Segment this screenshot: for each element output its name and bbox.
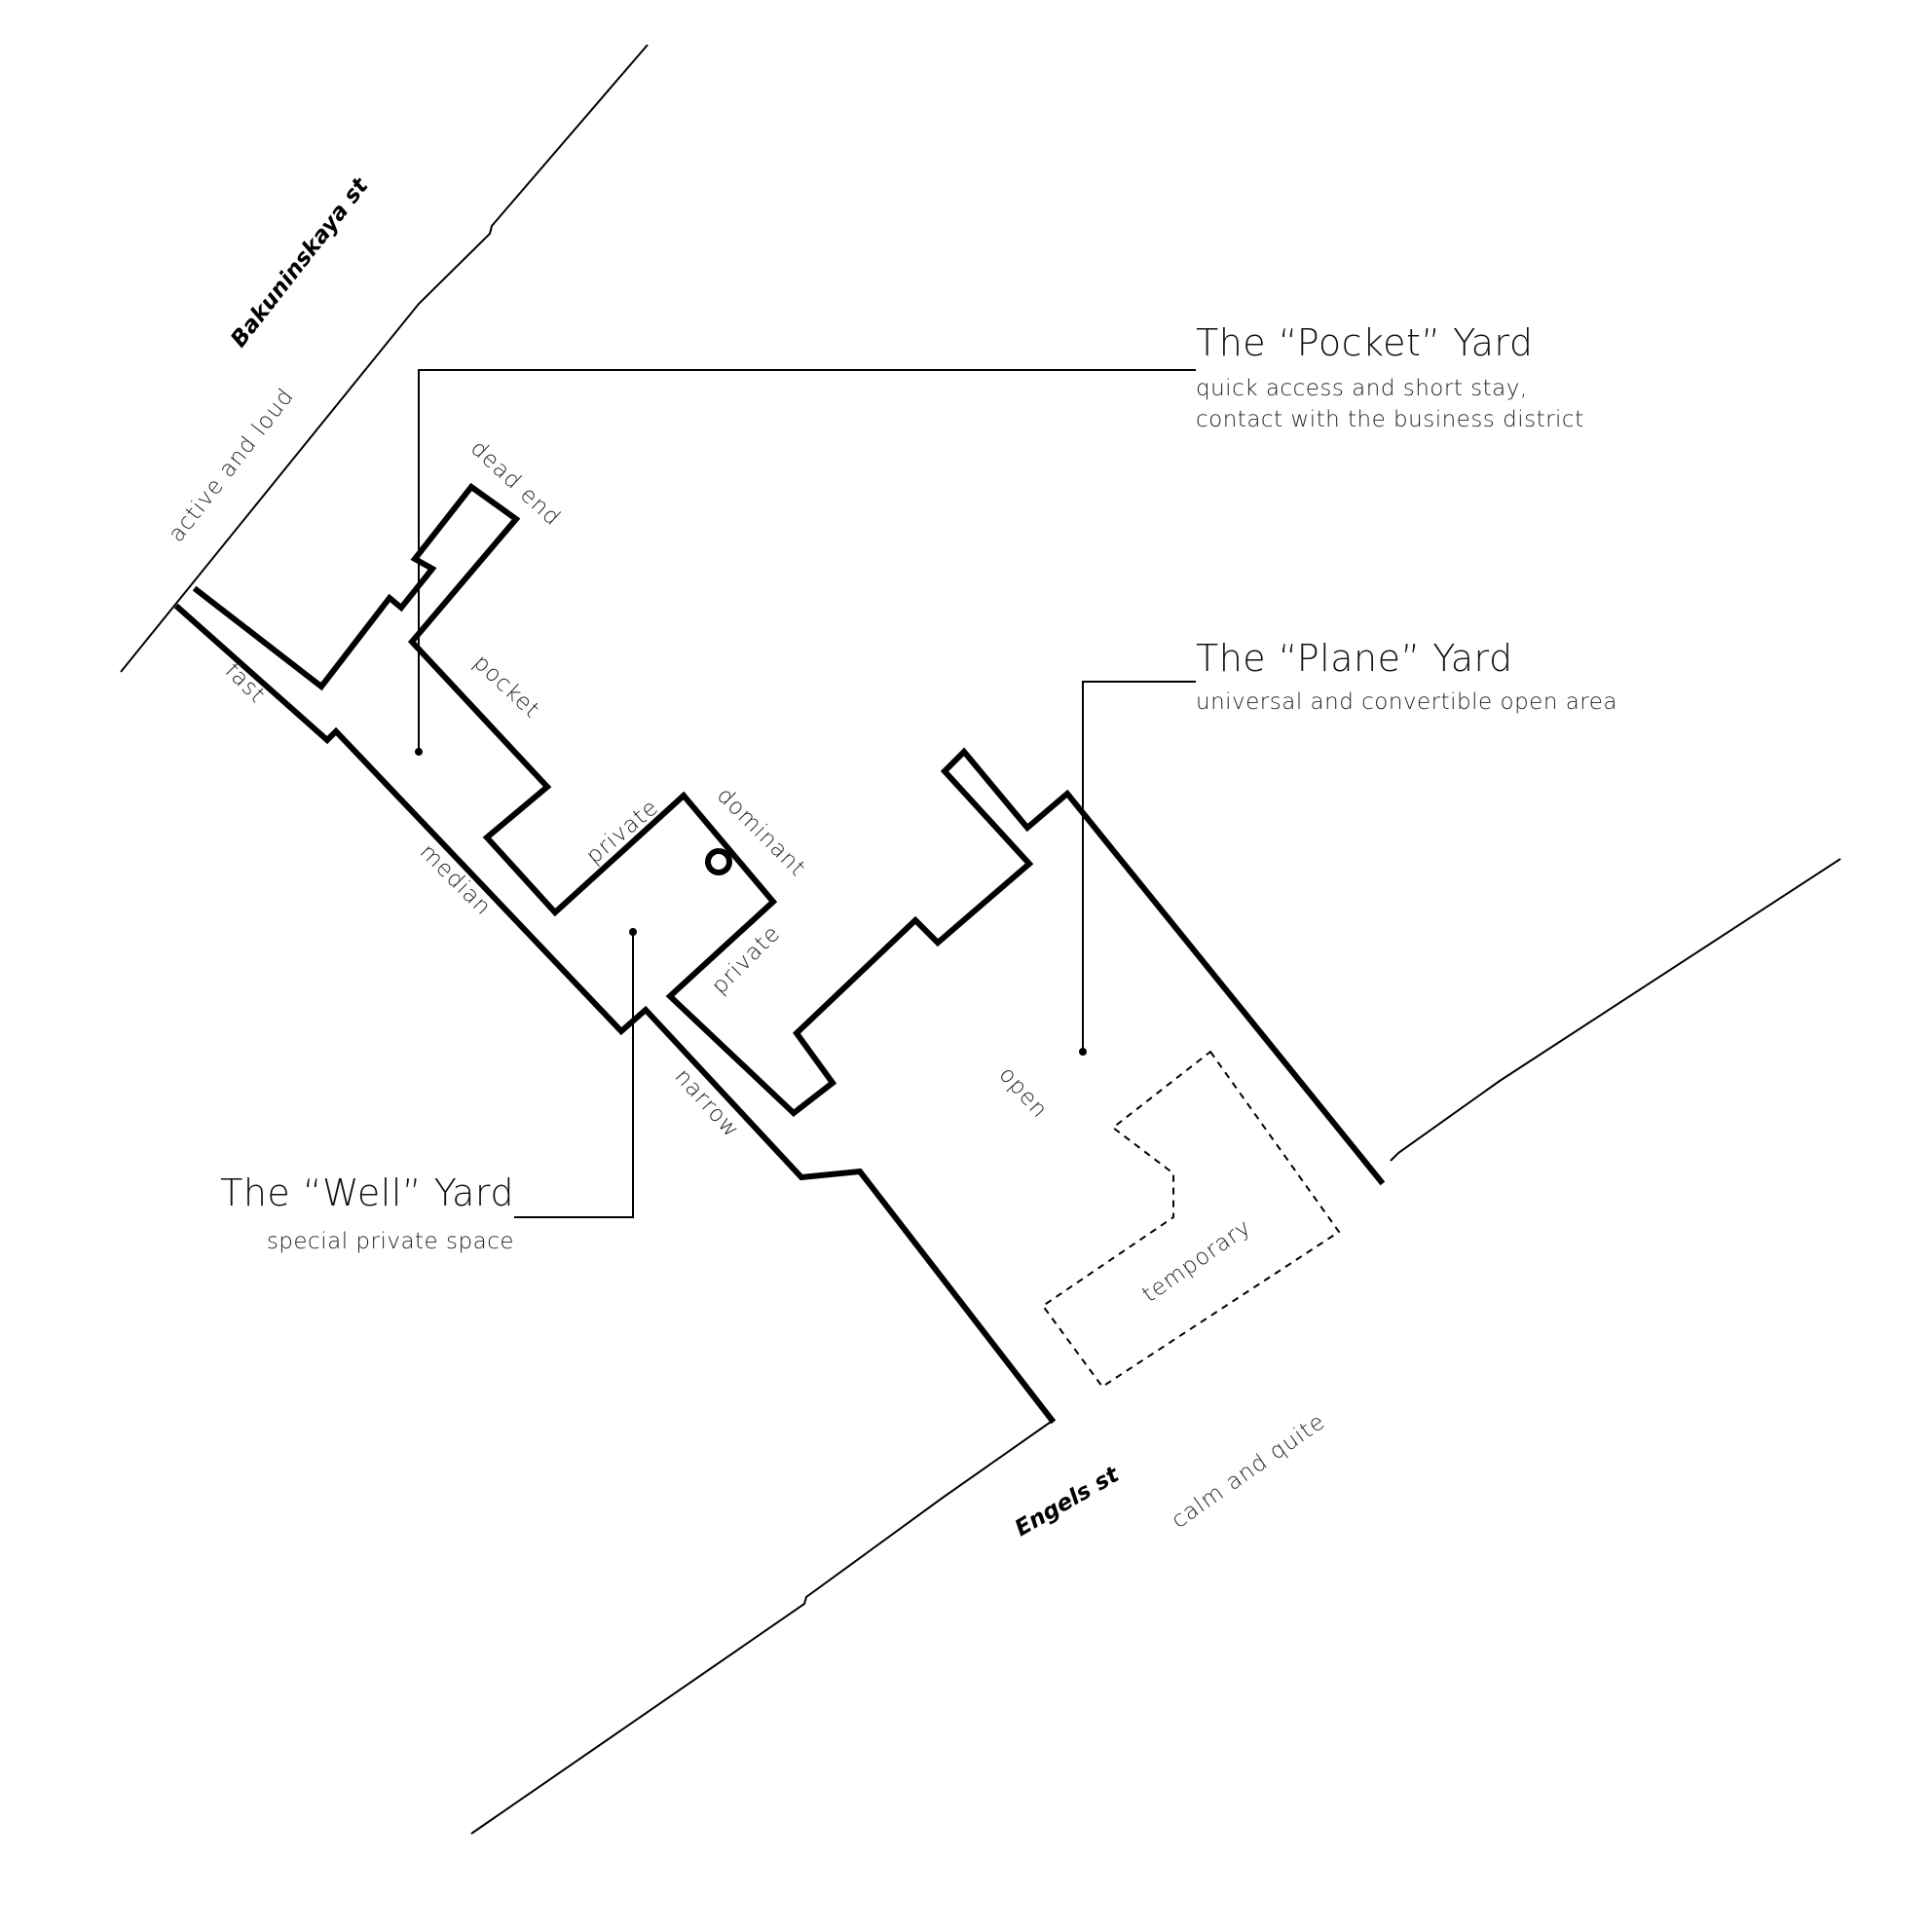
- pocket-yard-title: The “Pocket” Yard: [1196, 321, 1534, 364]
- well-yard-leader: [514, 932, 634, 1218]
- plane-yard-leader: [1082, 681, 1196, 1052]
- well-yard-description: special private space: [267, 1229, 514, 1254]
- label-calm-and-quite: calm and quite: [1168, 1409, 1330, 1534]
- engels-street-line-lower: [470, 1419, 1055, 1835]
- pocket-yard-outline: [192, 482, 1386, 1186]
- temporary-zone: [1041, 1050, 1341, 1389]
- engels-street-line-right: [1390, 858, 1841, 1162]
- pocket-yard-description-line2: contact with the business district: [1196, 407, 1584, 432]
- label-private-2: private: [707, 920, 786, 999]
- pocket-yard-leader-dot: [415, 748, 423, 756]
- well-yard-title: The “Well” Yard: [220, 1171, 514, 1214]
- label-private-1: private: [581, 795, 663, 870]
- label-median: median: [415, 839, 497, 921]
- dominant-marker: [705, 848, 732, 875]
- bakuninskaya-street-line: [120, 44, 649, 673]
- plane-yard-title: The “Plane” Yard: [1196, 637, 1513, 680]
- pocket-yard-description-line1: quick access and short stay,: [1196, 376, 1528, 401]
- plane-yard-description: universal and convertible open area: [1196, 689, 1617, 715]
- main-building-outline: [173, 603, 1057, 1425]
- well-yard-leader-dot: [629, 928, 637, 936]
- label-open: open: [994, 1062, 1053, 1124]
- pocket-yard-leader: [418, 369, 1196, 752]
- street-bakuninskaya: Bakuninskaya st: [226, 173, 374, 353]
- plane-yard-leader-dot: [1079, 1048, 1087, 1056]
- street-engels: Engels st: [1011, 1462, 1124, 1542]
- label-fast: fast: [220, 658, 271, 709]
- label-temporary: temporary: [1138, 1214, 1256, 1308]
- label-active-and-loud: active and loud: [164, 384, 299, 547]
